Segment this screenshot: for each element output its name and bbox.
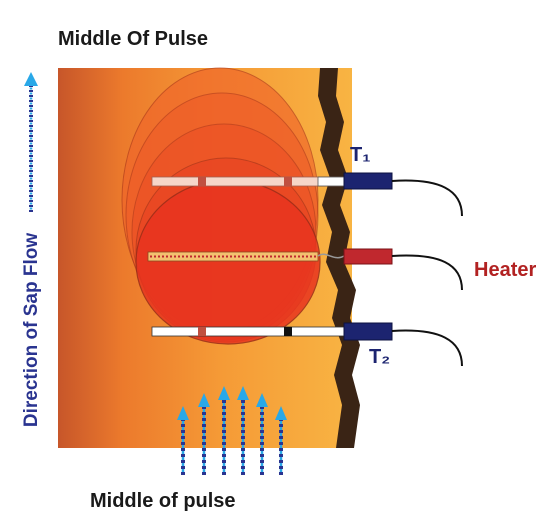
bottom-caption: Middle of pulse [90,490,236,512]
probe-t1 [151,172,463,217]
probe-t2 [151,322,463,367]
page-title: Middle Of Pulse [58,28,209,50]
sap-flow-label: Direction of Sap Flow [21,232,42,428]
heater-label: Heater [474,259,537,281]
heater-probe [147,248,463,291]
t2-label: T₂ [369,346,391,368]
flow-arrows-icon [177,386,287,475]
sap-flow-diagram [24,67,463,475]
t1-label: T₁ [350,144,371,166]
heat-pulse [121,67,321,345]
sap-flow-arrow-icon [24,72,38,212]
